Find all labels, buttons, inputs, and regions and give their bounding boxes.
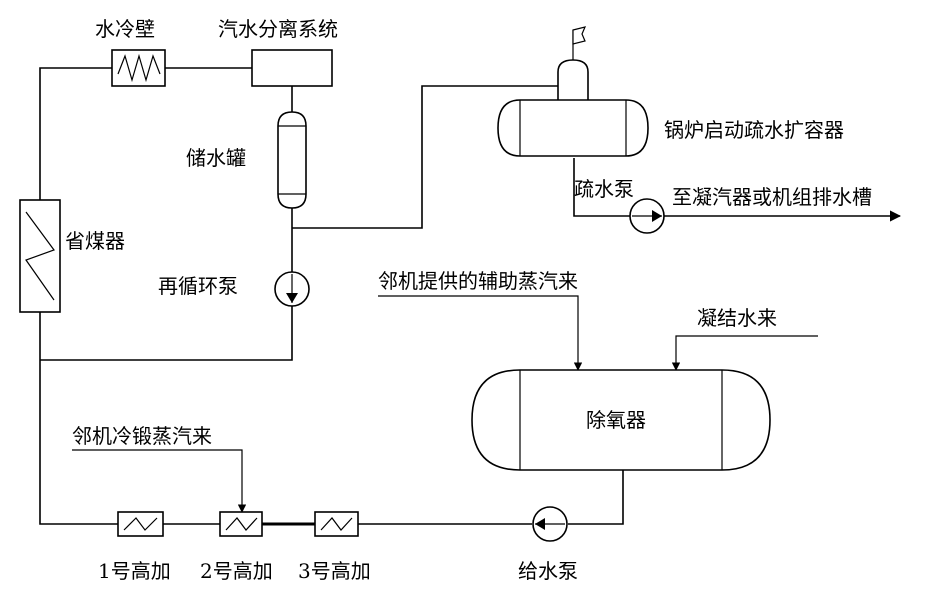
piping xyxy=(39,67,902,526)
water-wall-label: 水冷壁 xyxy=(95,17,155,41)
hp-heater-2 xyxy=(219,511,263,537)
deaerator xyxy=(471,369,771,471)
separator-label: 汽水分离系统 xyxy=(218,17,338,41)
aux-steam-line xyxy=(378,295,583,371)
feed-pump-label: 给水泵 xyxy=(518,559,578,583)
recirc-pump-label: 再循环泵 xyxy=(158,274,238,298)
cold-steam-line xyxy=(72,449,247,513)
deaerator-label: 除氧器 xyxy=(586,408,646,432)
storage-tank xyxy=(277,111,307,209)
flash-tank-label: 锅炉启动疏水扩容器 xyxy=(664,118,844,142)
drain-pump xyxy=(629,198,665,234)
to-condenser-label: 至凝汽器或机组排水槽 xyxy=(672,185,872,209)
separator-box xyxy=(251,49,333,87)
hp-heater-1-label: 1号高加 xyxy=(98,559,171,583)
drain-pump-label: 疏水泵 xyxy=(574,177,634,201)
hp-heater-3 xyxy=(314,511,359,537)
hp-heater-1 xyxy=(117,511,164,537)
condensate-label: 凝结水来 xyxy=(697,306,777,330)
condensate-line xyxy=(671,335,818,371)
economizer-label: 省煤器 xyxy=(65,229,125,253)
cold-steam-label: 邻机冷锻蒸汽来 xyxy=(72,424,212,448)
economizer xyxy=(19,199,61,313)
hp-heater-2-label: 2号高加 xyxy=(200,559,273,583)
recirc-pump xyxy=(274,271,310,307)
aux-steam-label: 邻机提供的辅助蒸汽来 xyxy=(378,269,578,293)
flash-tank xyxy=(497,26,649,157)
water-wall xyxy=(111,49,166,87)
feed-pump xyxy=(532,506,568,542)
hp-heater-3-label: 3号高加 xyxy=(298,559,371,583)
storage-tank-label: 储水罐 xyxy=(186,146,246,170)
